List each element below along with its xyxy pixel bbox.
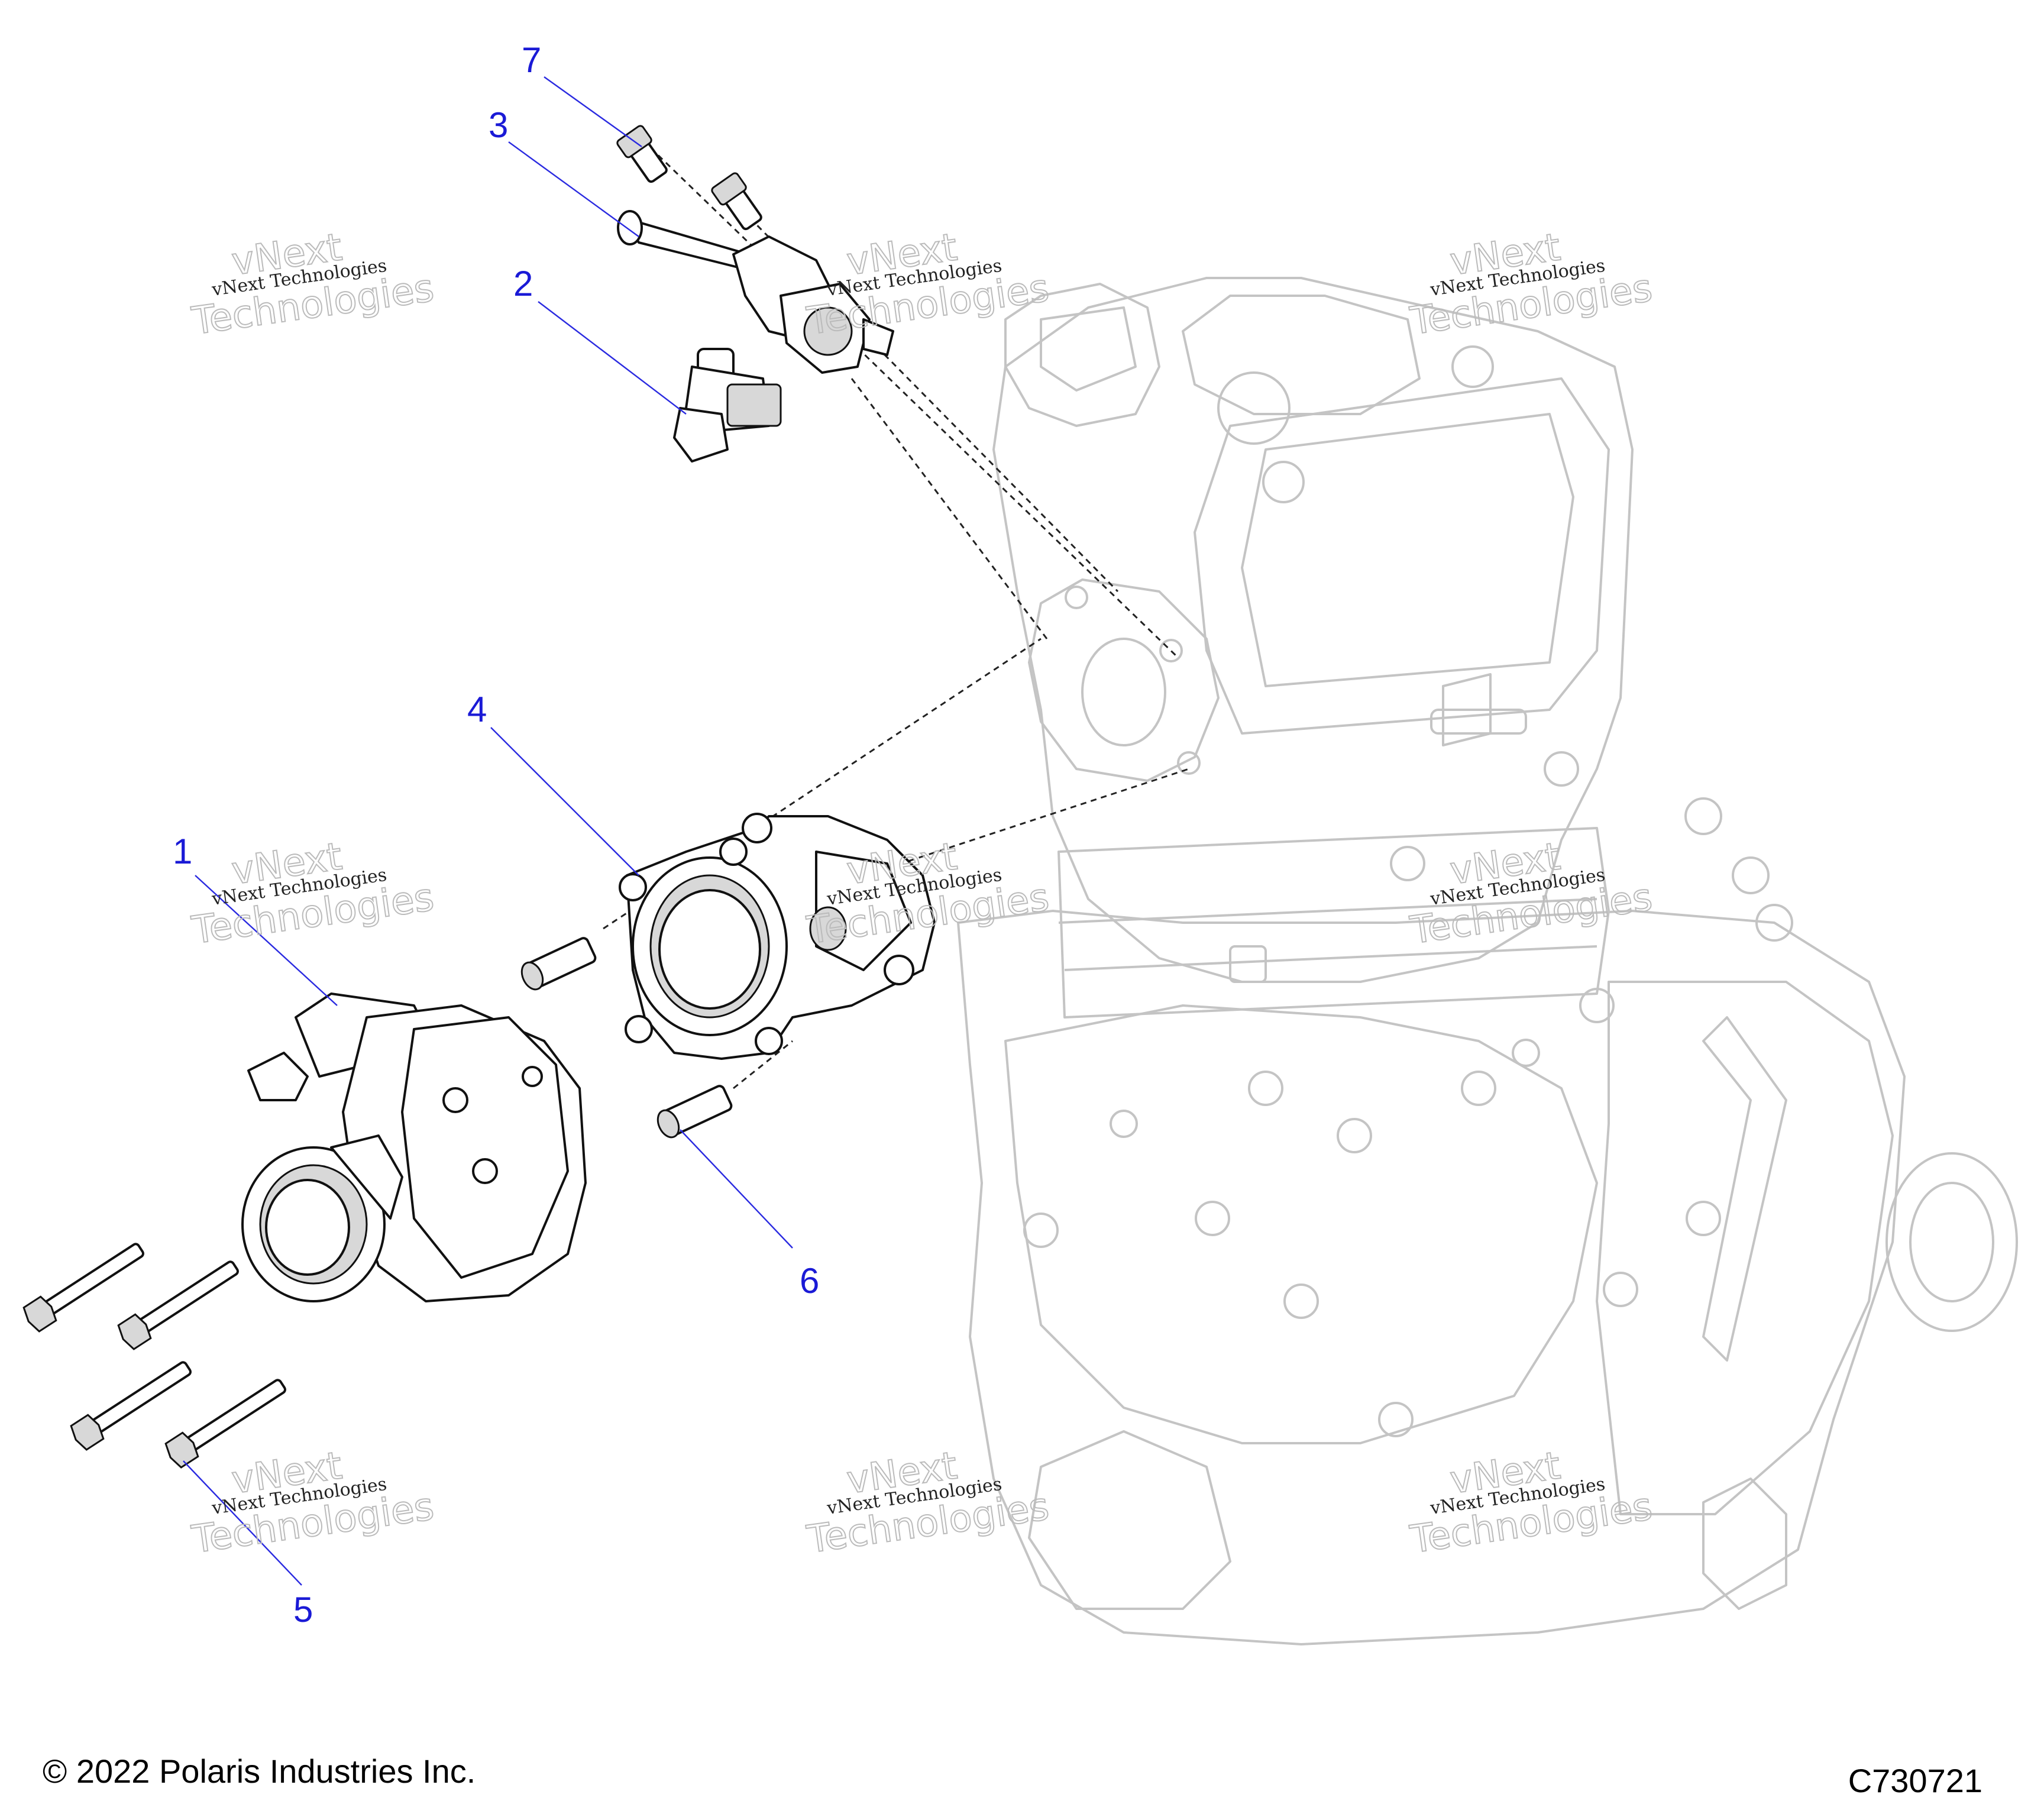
part-6-cap-screws	[520, 937, 733, 1139]
watermark: vNext vNext Technologies Technologies	[189, 225, 437, 344]
leader-2	[538, 301, 687, 415]
watermark: vNext vNext Technologies Technologies	[189, 1443, 437, 1563]
watermark: vNext vNext Technologies Technologies	[804, 1443, 1052, 1563]
watermark-group: vNext vNext Technologies Technologies vN…	[189, 225, 1655, 1563]
part-3-fuel-rail	[617, 210, 894, 374]
callout-5[interactable]: 5	[293, 1590, 313, 1630]
callout-6[interactable]: 6	[800, 1261, 819, 1301]
diagram-code: C730721	[1848, 1762, 1982, 1799]
callout-3[interactable]: 3	[489, 105, 508, 145]
callout-4[interactable]: 4	[467, 690, 487, 729]
part-7-bolts	[616, 125, 762, 231]
leader-1	[195, 875, 338, 1006]
watermark: vNext vNext Technologies Technologies	[1407, 225, 1655, 344]
leader-4	[490, 727, 639, 876]
leader-3	[508, 141, 639, 237]
callout-labels: 1 2 3 4 5 6 7	[173, 40, 819, 1630]
leader-7	[544, 76, 642, 147]
leader-6	[680, 1129, 793, 1249]
watermark: vNext vNext Technologies Technologies	[1407, 834, 1655, 953]
callout-2[interactable]: 2	[513, 264, 533, 303]
part-1-throttle-body	[241, 992, 587, 1302]
watermark: vNext vNext Technologies Technologies	[189, 834, 437, 953]
watermark: vNext vNext Technologies Technologies	[1407, 1443, 1655, 1563]
callout-7[interactable]: 7	[522, 40, 541, 80]
leader-5	[183, 1460, 302, 1586]
part-2-fuel-injector	[673, 348, 782, 463]
watermark: vNext vNext Technologies Technologies	[804, 225, 1052, 344]
callout-leaders	[183, 76, 793, 1586]
part-5-long-bolts	[22, 1243, 286, 1469]
copyright-notice: © 2022 Polaris Industries Inc.	[43, 1753, 476, 1790]
part-4-intake-adapter	[619, 813, 936, 1060]
callout-1[interactable]: 1	[173, 832, 192, 871]
engine-block-background	[957, 277, 2018, 1645]
